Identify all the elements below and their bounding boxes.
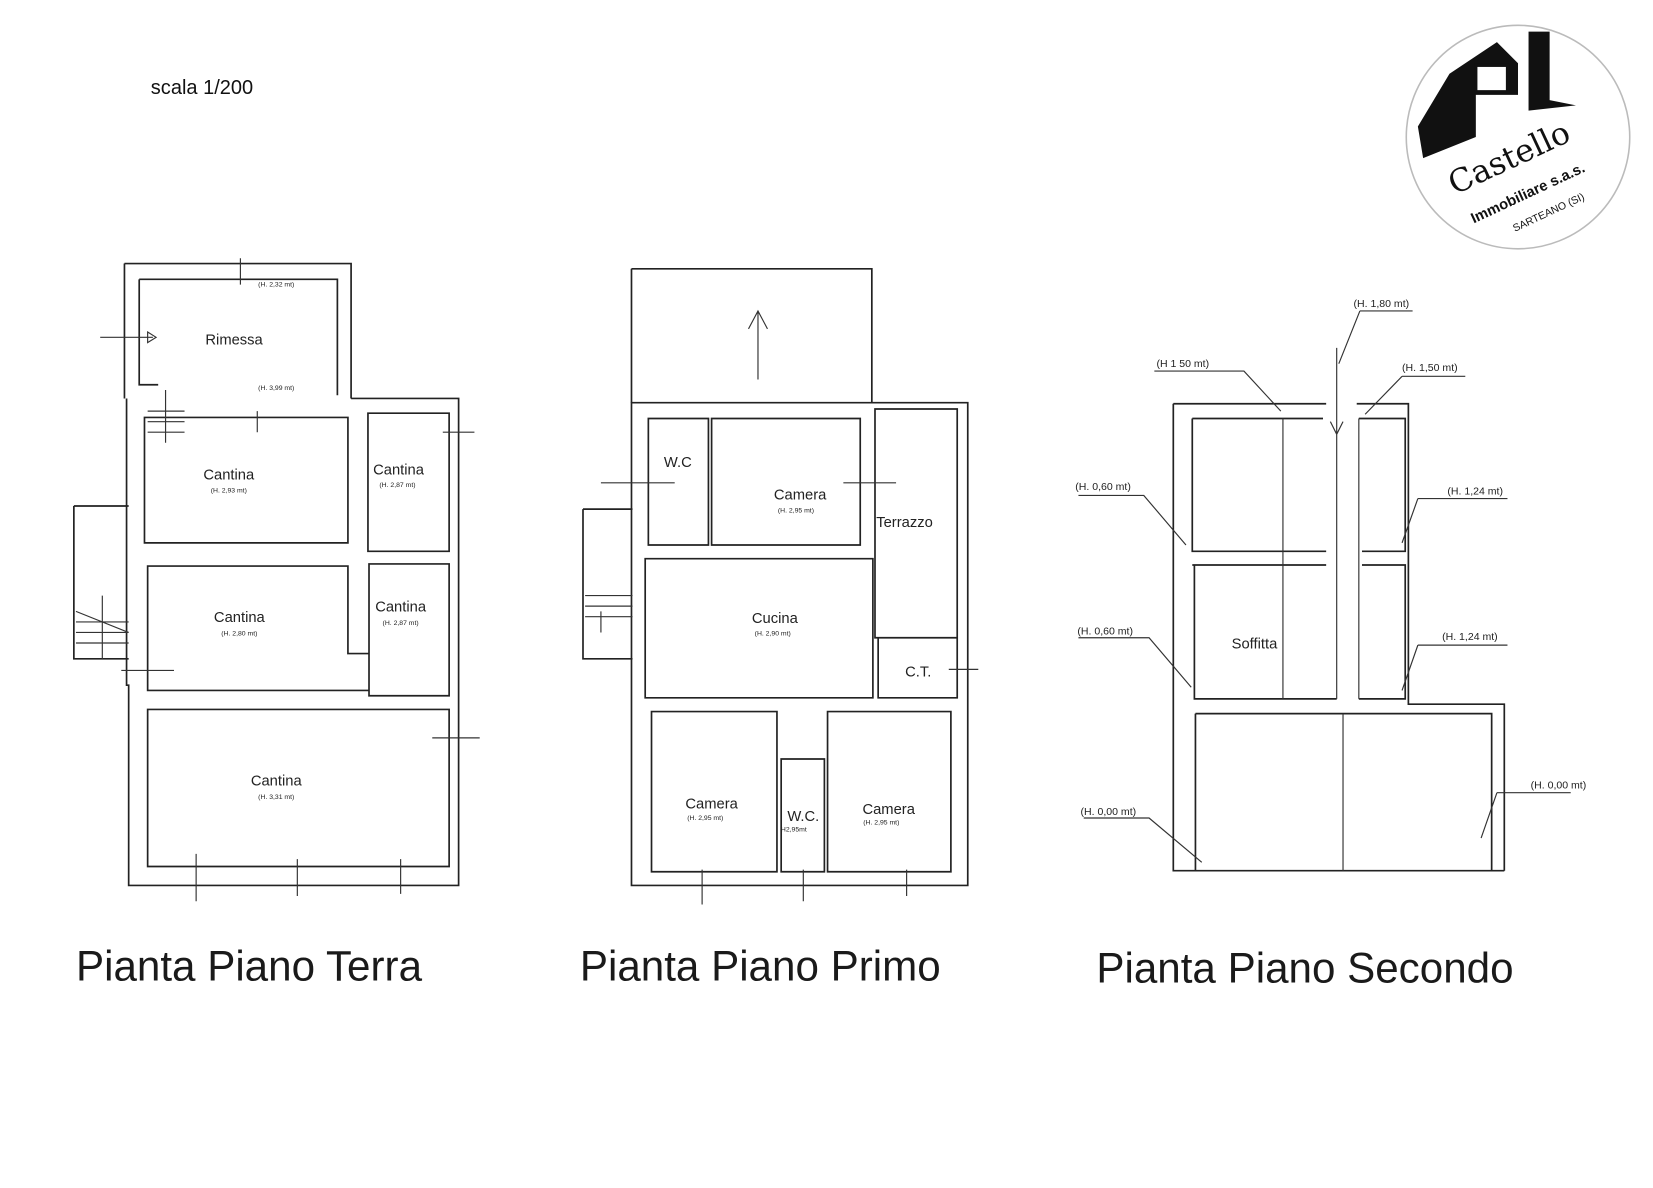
height-note: (H. 3,99 mt) (258, 385, 294, 392)
height-note: (H 1 50 mt) (1156, 358, 1209, 370)
height-note: (H. 2,32 mt) (258, 282, 294, 289)
room-height: (H. 3,31 mt) (258, 794, 294, 801)
room-height: (H. 2,95 mt) (687, 815, 723, 822)
castello-logo: Castello Immobiliare s.a.s. SARTEANO (SI… (1405, 24, 1631, 250)
room-name: Camera (774, 488, 827, 504)
height-note: (H. 1,24 mt) (1442, 631, 1498, 643)
scale-label: scala 1/200 (151, 77, 253, 99)
room-name: C.T. (905, 665, 931, 681)
room-height: (H. 2,80 mt) (221, 631, 257, 638)
room-name: Cucina (752, 611, 799, 627)
room-height: (H. 2,87 mt) (379, 482, 415, 489)
plan-title-primo: Pianta Piano Primo (580, 942, 941, 989)
plan-piano-secondo: (H. 1,80 mt) (H 1 50 mt) (H. 1,50 mt) (H… (1075, 298, 1587, 872)
room-name: Camera (685, 797, 738, 813)
room-name: Cantina (203, 468, 255, 484)
room-name: Rimessa (205, 333, 263, 349)
room-height: (H. 2,93 mt) (211, 487, 247, 494)
room-name: Cantina (375, 599, 427, 615)
height-note: (H. 1,24 mt) (1447, 485, 1503, 497)
height-note: (H. 1,80 mt) (1354, 298, 1410, 310)
height-note: (H. 1,50 mt) (1402, 362, 1458, 374)
plan-title-terra: Pianta Piano Terra (76, 942, 423, 989)
room-name: Terrazzo (876, 515, 933, 531)
height-note: (H. 0,00 mt) (1081, 806, 1137, 818)
room-height: (H. 2,90 mt) (755, 631, 791, 638)
plan-piano-terra: Rimessa (H. 2,32 mt) (H. 3,99 mt) Cantin… (73, 258, 480, 902)
room-height: H2,95mt (781, 827, 807, 834)
plan-title-secondo: Pianta Piano Secondo (1096, 944, 1513, 991)
room-name: Camera (862, 802, 915, 818)
room-height: (H. 2,95 mt) (863, 819, 899, 826)
room-name: Cantina (251, 773, 303, 789)
room-name: Soffitta (1232, 636, 1278, 652)
height-note: (H. 0,00 mt) (1531, 779, 1587, 791)
room-name: Cantina (214, 610, 266, 626)
room-name: Cantina (373, 462, 425, 478)
room-name: W.C (664, 455, 692, 471)
height-note: (H. 0,60 mt) (1077, 626, 1133, 638)
plan-piano-primo: W.C Camera (H. 2,95 mt) Terrazzo Cucina … (582, 267, 979, 905)
room-name: W.C. (787, 809, 819, 825)
height-note: (H. 0,60 mt) (1075, 481, 1131, 493)
room-height: (H. 2,95 mt) (778, 507, 814, 514)
room-height: (H. 2,87 mt) (383, 620, 419, 627)
